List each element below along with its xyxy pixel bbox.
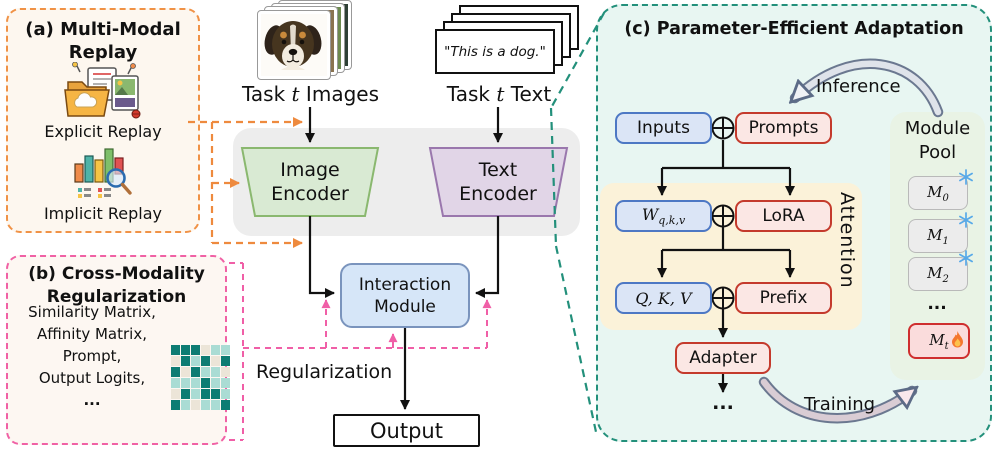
module-pool-ellipsis: ... bbox=[927, 294, 947, 314]
snowflake-icon bbox=[958, 212, 974, 232]
dog-illustration bbox=[264, 21, 322, 70]
module-mt: Mt bbox=[908, 323, 970, 359]
regularization-signal-list: Similarity Matrix, Affinity Matrix, Prom… bbox=[28, 303, 156, 409]
similarity-matrix-icon bbox=[171, 345, 230, 410]
snowflake-icon bbox=[958, 169, 974, 189]
prompts-box: Prompts bbox=[735, 112, 832, 144]
panel-multi-modal-replay: (a) Multi-Modal Replay bbox=[6, 8, 200, 233]
task-text-sample-card: "This is a dog." bbox=[435, 29, 555, 74]
module-m0: M0 bbox=[908, 169, 973, 210]
text-sample: "This is a dog." bbox=[444, 43, 546, 60]
inference-label: Inference bbox=[816, 76, 901, 97]
module-m2: M2 bbox=[908, 250, 973, 291]
wqkv-box: Wq,k,v bbox=[615, 200, 712, 232]
adapter-ellipsis: ... bbox=[712, 392, 734, 414]
module-m1: M1 bbox=[908, 212, 973, 253]
lora-box: LoRA bbox=[735, 200, 832, 232]
task-image-dog-photo bbox=[257, 10, 331, 80]
attention-label: Attention bbox=[836, 192, 858, 289]
panel-a-title: (a) Multi-Modal Replay bbox=[25, 19, 181, 63]
implicit-replay-icon bbox=[70, 146, 134, 204]
task-text-label: Task t Text bbox=[446, 82, 552, 106]
explicit-replay-label: Explicit Replay bbox=[44, 122, 162, 141]
snowflake-icon bbox=[958, 250, 974, 270]
interaction-module-box: Interaction Module bbox=[340, 263, 470, 328]
module-pool-title: Module Pool bbox=[904, 118, 971, 163]
output-box: Output bbox=[333, 414, 480, 447]
module-pool: Module Pool M0 M1 M2 ... Mt bbox=[890, 112, 985, 380]
implicit-replay-label: Implicit Replay bbox=[43, 204, 163, 223]
explicit-replay-icon bbox=[62, 61, 148, 128]
inputs-box: Inputs bbox=[615, 112, 712, 144]
panel-cross-modality-regularization: (b) Cross-Modality Regularization Simila… bbox=[6, 255, 230, 445]
panel-b-title: (b) Cross-Modality Regularization bbox=[28, 264, 205, 307]
flame-icon bbox=[950, 331, 965, 353]
task-images-label: Task t Images bbox=[242, 82, 379, 106]
prefix-box: Prefix bbox=[735, 282, 832, 314]
adapter-box: Adapter bbox=[675, 342, 771, 374]
qkv-box: Q, K, V bbox=[615, 282, 712, 314]
training-label: Training bbox=[804, 394, 876, 415]
panel-c-title: (c) Parameter-Efficient Adaptation bbox=[624, 19, 964, 39]
regularization-label: Regularization bbox=[256, 361, 393, 383]
